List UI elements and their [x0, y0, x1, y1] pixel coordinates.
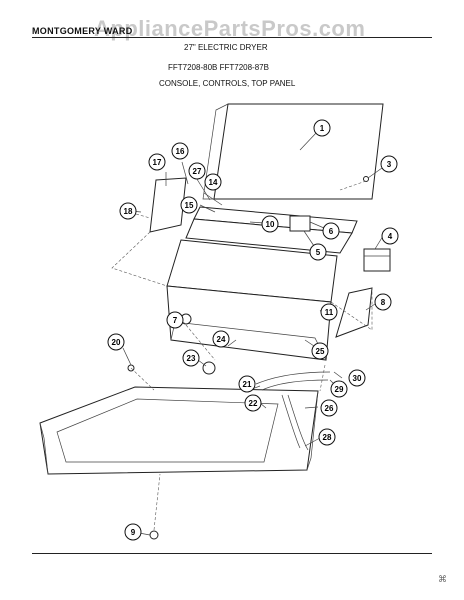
svg-text:7: 7 [173, 316, 178, 325]
callout-21: 21 [238, 375, 256, 393]
callout-6: 6 [322, 222, 340, 240]
switch-block [289, 215, 311, 232]
callout-15: 15 [180, 196, 198, 214]
callout-30: 30 [348, 369, 366, 387]
brand-label: MONTGOMERY WARD [32, 26, 133, 36]
top-panel [39, 386, 319, 475]
svg-text:1: 1 [320, 124, 325, 133]
screw-9 [149, 530, 159, 540]
callout-11: 11 [320, 303, 338, 321]
wire-harness [255, 371, 331, 451]
callout-20: 20 [107, 333, 125, 351]
callout-18: 18 [119, 202, 137, 220]
callout-3: 3 [380, 155, 398, 173]
callout-17: 17 [148, 153, 166, 171]
screw-3 [363, 176, 369, 182]
svg-text:28: 28 [323, 433, 332, 442]
timer-block [363, 248, 391, 272]
callout-26: 26 [320, 399, 338, 417]
svg-text:30: 30 [353, 374, 362, 383]
section-title: CONSOLE, CONTROLS, TOP PANEL [159, 79, 296, 88]
svg-text:22: 22 [249, 399, 258, 408]
svg-text:11: 11 [325, 308, 334, 317]
svg-text:15: 15 [185, 201, 194, 210]
callout-23: 23 [182, 349, 200, 367]
svg-text:25: 25 [316, 347, 325, 356]
footer-rule [32, 553, 432, 554]
callout-22: 22 [244, 394, 262, 412]
svg-text:29: 29 [335, 385, 344, 394]
svg-text:27: 27 [193, 167, 202, 176]
svg-text:18: 18 [124, 207, 133, 216]
watermark-text: AppliancePartsPros.com [94, 16, 366, 41]
knob-23 [202, 361, 216, 375]
callout-7: 7 [166, 311, 184, 329]
svg-text:16: 16 [176, 147, 185, 156]
model-numbers: FFT7208-80B FFT7208-87B [168, 63, 269, 72]
callout-9: 9 [124, 523, 142, 541]
callout-5: 5 [309, 243, 327, 261]
svg-text:3: 3 [387, 160, 392, 169]
callout-8: 8 [374, 293, 392, 311]
callout-1: 1 [313, 119, 331, 137]
right-end-cap [335, 287, 373, 338]
svg-text:17: 17 [153, 158, 162, 167]
callout-10: 10 [261, 215, 279, 233]
header-rule [32, 37, 432, 38]
callout-25: 25 [311, 342, 329, 360]
diagram-title: 27" ELECTRIC DRYER [184, 43, 268, 52]
callout-14: 14 [204, 173, 222, 191]
svg-text:20: 20 [112, 338, 121, 347]
header-bar: AppliancePartsPros.com MONTGOMERY WARD [32, 16, 432, 41]
svg-text:24: 24 [217, 335, 226, 344]
console-back-panel [213, 103, 384, 200]
svg-text:23: 23 [187, 354, 196, 363]
svg-text:10: 10 [266, 220, 275, 229]
callout-27: 27 [188, 162, 206, 180]
svg-text:8: 8 [381, 298, 386, 307]
callout-24: 24 [212, 330, 230, 348]
svg-text:14: 14 [209, 178, 218, 187]
corner-mark: ⌘ [438, 574, 447, 584]
svg-text:21: 21 [243, 380, 252, 389]
svg-text:6: 6 [329, 227, 334, 236]
callout-28: 28 [318, 428, 336, 446]
callout-4: 4 [381, 227, 399, 245]
callout-29: 29 [330, 380, 348, 398]
callout-16: 16 [171, 142, 189, 160]
svg-text:4: 4 [388, 232, 393, 241]
svg-text:26: 26 [325, 404, 334, 413]
svg-text:9: 9 [131, 528, 136, 537]
svg-text:5: 5 [316, 248, 321, 257]
left-end-cap [149, 177, 187, 233]
